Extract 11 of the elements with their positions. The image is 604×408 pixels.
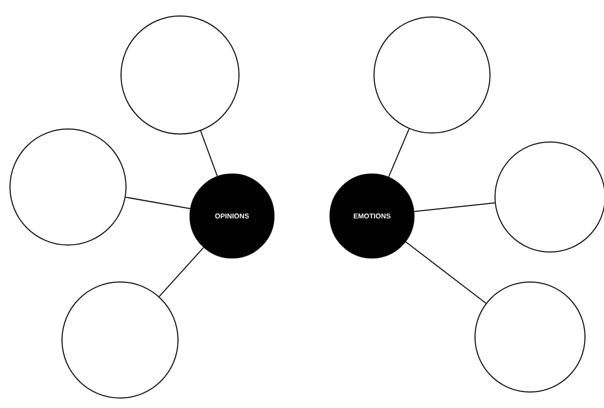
empty-circle bbox=[120, 16, 240, 134]
connector-line bbox=[158, 247, 204, 298]
empty-circle bbox=[62, 282, 178, 398]
empty-circle bbox=[10, 128, 126, 246]
empty-circle bbox=[374, 16, 490, 134]
connector-line bbox=[405, 241, 486, 304]
connector-line bbox=[414, 202, 496, 212]
connector-line bbox=[388, 128, 410, 178]
connector-line bbox=[125, 196, 191, 210]
empty-circle bbox=[474, 282, 586, 392]
connector-line bbox=[200, 130, 218, 177]
